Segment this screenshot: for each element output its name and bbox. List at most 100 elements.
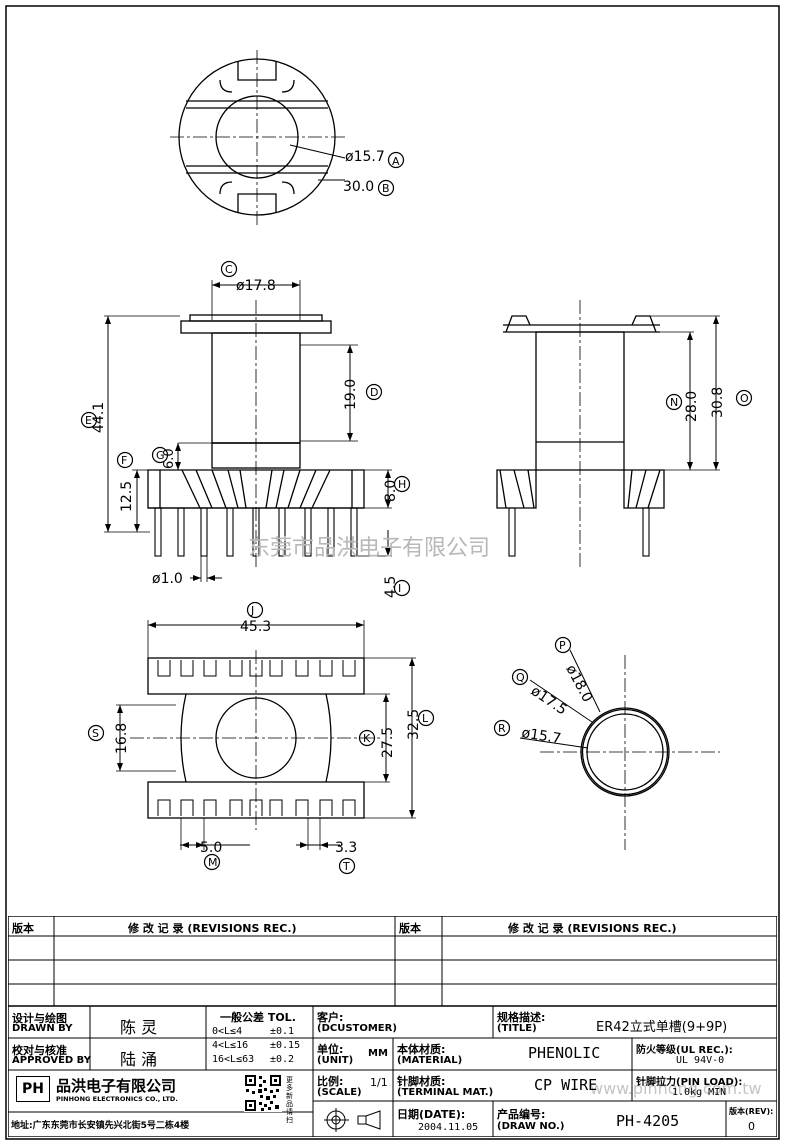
- side-h1-label: 28.0: [684, 391, 700, 422]
- circle-d1-label: ø18.0: [562, 662, 595, 705]
- front-width-label: ø17.8: [236, 278, 276, 294]
- tol-range-1: 0<L≤4: [212, 1026, 243, 1037]
- date-cn: 日期(DATE):: [397, 1108, 466, 1121]
- front-total-label: 44.1: [91, 402, 107, 433]
- drawing-frame: [5, 5, 780, 1140]
- version-cn: 版本(REV):: [729, 1107, 774, 1116]
- title-block-grid: [8, 916, 777, 1137]
- approved-cn: 校对与核准: [12, 1044, 67, 1057]
- rev-records-left: 修 改 记 录 (REVISIONS REC.): [128, 922, 297, 935]
- bottom-view: [87, 601, 435, 875]
- qr-code-icon: [244, 1074, 282, 1112]
- circle-d2-tag: Q: [516, 671, 525, 684]
- terminal-cn: 针脚材质:: [397, 1075, 446, 1088]
- front-flange-label: 8.0: [383, 480, 399, 502]
- circle-d3-label: ø15.7: [520, 725, 562, 747]
- bottom-pitch-tag: M: [208, 856, 218, 869]
- tol-range-2: 4<L≤16: [212, 1040, 249, 1051]
- tol-title: 一般公差 TOL.: [220, 1011, 296, 1024]
- bottom-houter-tag: L: [422, 712, 429, 725]
- qr-note: 更多新品请扫: [286, 1076, 293, 1124]
- bottom-pitch-label: 5.0: [200, 840, 222, 856]
- company-en: PINHONG ELECTRONICS CO., LTD.: [56, 1095, 178, 1103]
- draw-no-en: (DRAW NO.): [497, 1121, 565, 1132]
- scale-value: 1/1: [370, 1076, 388, 1089]
- bottom-hinner-tag: K: [363, 732, 371, 745]
- approver-name: 陆 涌: [120, 1050, 158, 1069]
- draw-no-cn: 产品编号:: [497, 1108, 546, 1121]
- top-d1-tag: A: [392, 155, 400, 168]
- front-wind-tag: D: [370, 386, 378, 399]
- front-gap-tag: G: [156, 449, 165, 462]
- circle-d3-tag: R: [498, 722, 506, 735]
- designer-name: 陈 灵: [120, 1018, 158, 1037]
- top-d1-label: ø15.7: [345, 149, 385, 165]
- designed-cn: 设计与绘图: [12, 1012, 67, 1025]
- front-gap-label: 6.0: [162, 448, 177, 469]
- terminal-en: (TERMINAL MAT.): [397, 1087, 494, 1098]
- circle-d1-tag: P: [559, 639, 566, 652]
- side-view: [496, 300, 753, 570]
- tol-value-3: ±0.2: [270, 1054, 295, 1065]
- side-h2-label: 30.8: [710, 387, 726, 418]
- material-en: (MATERIAL): [397, 1055, 463, 1066]
- scale-cn: 比例:: [317, 1075, 344, 1088]
- pin-load-cn: 针脚拉力(PIN LOAD):: [636, 1077, 743, 1088]
- watermark-url: www.pinhong.com.tw: [590, 1079, 762, 1098]
- front-wind-label: 19.0: [343, 379, 359, 410]
- title-en: (TITLE): [497, 1023, 537, 1034]
- front-base-label: 12.5: [119, 481, 135, 512]
- company-cn: 品洪电子有限公司: [56, 1077, 177, 1095]
- company-logo: PH: [16, 1076, 50, 1102]
- customer-en: (DCUSTOMER): [317, 1023, 397, 1034]
- bottom-pingap-tag: T: [342, 860, 350, 873]
- pin-load-value: 1.0kg MIN: [672, 1087, 727, 1098]
- bottom-hcore-tag: S: [92, 727, 99, 740]
- bottom-width-tag: J: [250, 604, 254, 617]
- bottom-pingap-label: 3.3: [335, 840, 357, 856]
- material-value: PHENOLIC: [528, 1044, 601, 1062]
- title-cn: 规格描述:: [497, 1011, 546, 1024]
- front-flange-tag: H: [398, 478, 406, 491]
- bottom-hinner-label: 27.5: [380, 727, 396, 758]
- tol-value-1: ±0.1: [270, 1026, 295, 1037]
- side-h2-tag: O: [740, 392, 749, 405]
- tol-range-3: 16<L≤63: [212, 1054, 255, 1065]
- top-d2-tag: B: [382, 182, 390, 195]
- draw-no-value: PH-4205: [616, 1112, 680, 1130]
- date-value: 2004.11.05: [418, 1122, 479, 1133]
- bottom-width-label: 45.3: [240, 619, 271, 635]
- ul-cn: 防火等级(UL REC.):: [636, 1045, 733, 1056]
- unit-en: (UNIT): [317, 1055, 354, 1066]
- projection-symbol-icon: [324, 1108, 381, 1132]
- bottom-hcore-label: 16.8: [114, 723, 130, 754]
- side-h1-tag: N: [670, 396, 678, 409]
- rev-label-right: 版本: [399, 922, 421, 935]
- front-pinlen-label: 4.5: [383, 576, 399, 598]
- scale-en: (SCALE): [317, 1087, 362, 1098]
- approved-en: APPROVED BY: [12, 1055, 91, 1066]
- rev-label-left: 版本: [12, 922, 34, 935]
- version-value: 0: [748, 1120, 755, 1133]
- ul-value: UL 94V-0: [676, 1055, 725, 1066]
- circle-d2-label: ø17.5: [528, 683, 570, 718]
- top-d2-label: 30.0: [343, 179, 374, 195]
- terminal-value: CP WIRE: [534, 1076, 598, 1094]
- customer-cn: 客户:: [317, 1011, 344, 1024]
- front-pinlen-tag: I: [398, 582, 401, 595]
- title-block: 版本 修 改 记 录 (REVISIONS REC.) 版本 修 改 记 录 (…: [8, 916, 777, 1137]
- front-base-tag: F: [121, 454, 127, 467]
- circle-detail: [493, 636, 720, 850]
- unit-cn: 单位:: [317, 1043, 344, 1056]
- tol-value-2: ±0.15: [270, 1040, 301, 1051]
- unit-value: MM: [368, 1048, 388, 1059]
- front-total-tag: E: [85, 414, 92, 427]
- company-address: 地址:广东东莞市长安镇先兴北街5号二栋4楼: [11, 1121, 190, 1131]
- front-width-tag: C: [225, 263, 233, 276]
- watermark: 东莞市品洪电子有限公司: [248, 536, 490, 561]
- designed-en: DRAWN BY: [12, 1023, 73, 1034]
- title-value: ER42立式单槽(9+9P): [596, 1020, 728, 1035]
- rev-records-right: 修 改 记 录 (REVISIONS REC.): [508, 922, 677, 935]
- front-pindia-label: ø1.0: [152, 571, 183, 587]
